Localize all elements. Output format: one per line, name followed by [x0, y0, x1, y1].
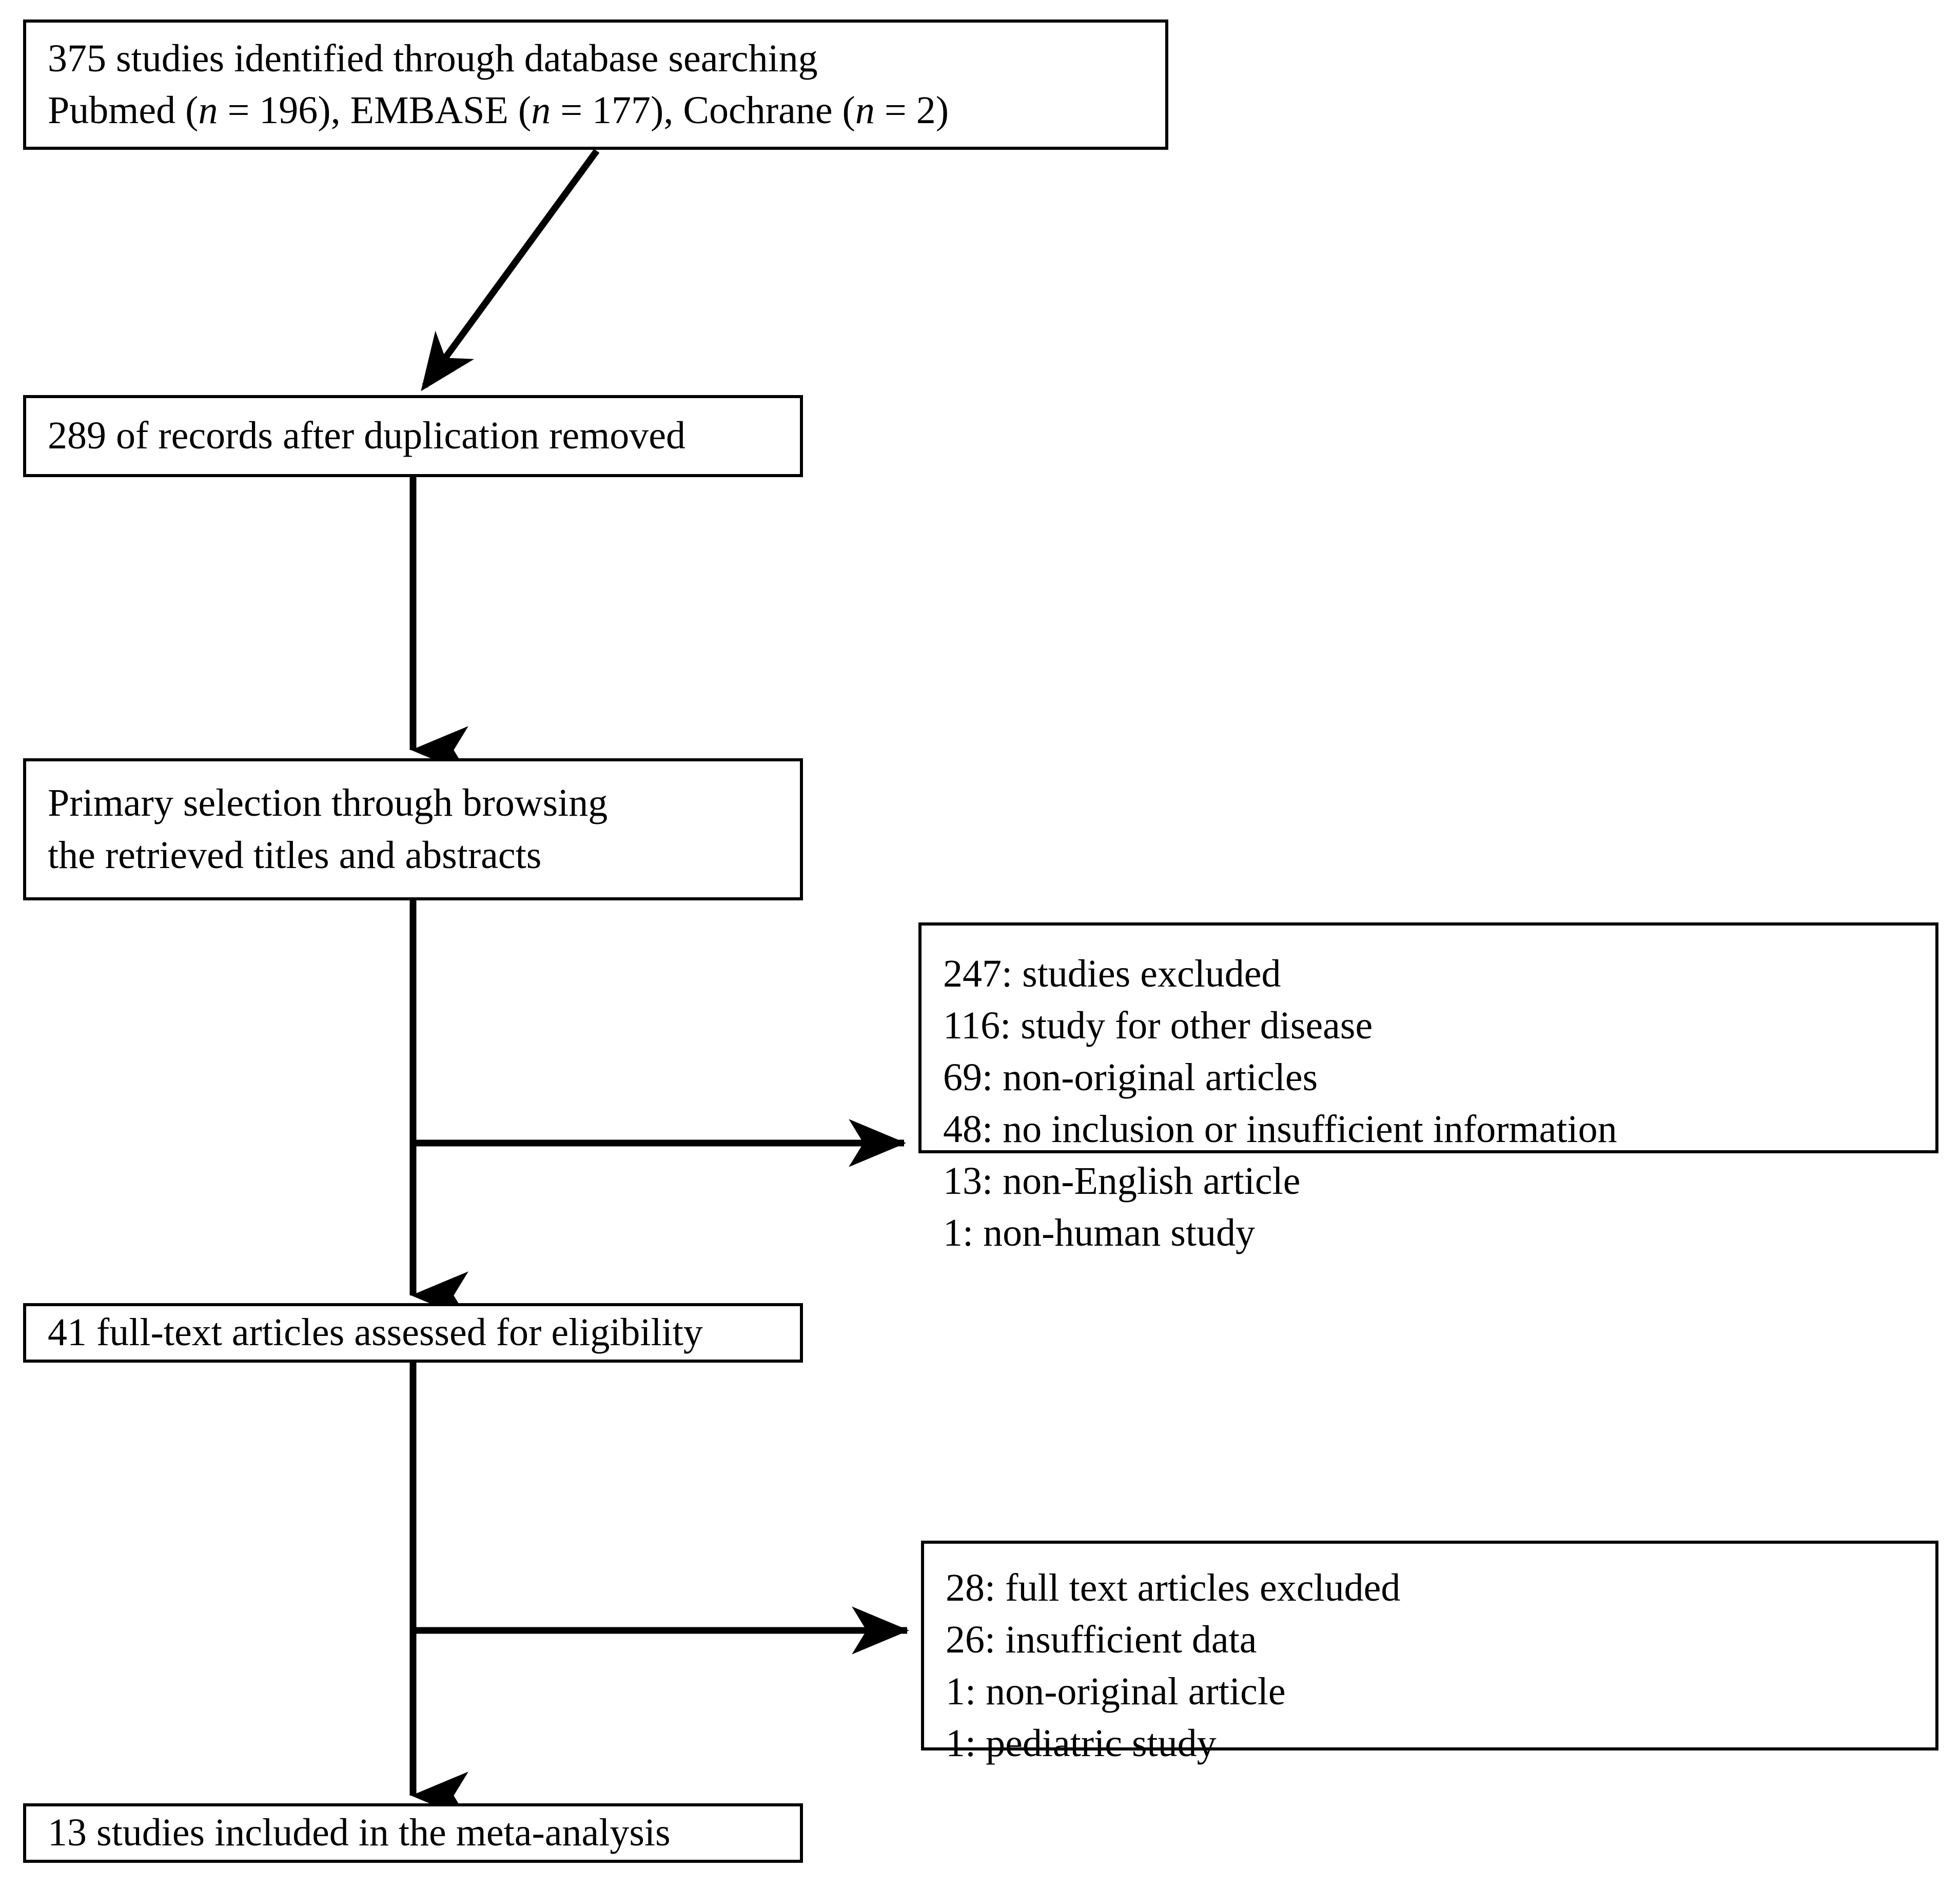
deduplication-line-1: 289 of records after duplication removed: [48, 414, 685, 458]
box-screening-excluded: 247: studies excluded 116: study for oth…: [918, 922, 1938, 1254]
italic-n-2: n: [531, 89, 551, 132]
screening-excluded-item-4: 1: non-human study: [943, 1211, 1255, 1255]
fulltext-excluded-item-0: 26: insufficient data: [946, 1618, 1257, 1662]
box-fulltext-excluded: 28: full text articles excluded 26: insu…: [921, 1541, 1938, 1765]
primary-selection-line-2: the retrieved titles and abstracts: [48, 833, 542, 877]
eligibility-line-1: 41 full-text articles assessed for eligi…: [48, 1311, 703, 1354]
box-deduplication: 289 of records after duplication removed: [23, 395, 803, 477]
box-eligibility: 41 full-text articles assessed for eligi…: [23, 1303, 803, 1363]
screening-excluded-item-2: 48: no inclusion or insufficient informa…: [943, 1108, 1617, 1151]
screening-excluded-header: 247: studies excluded: [943, 952, 1281, 995]
arrow-identification-to-dedup: [421, 149, 600, 391]
screening-excluded-item-0: 116: study for other disease: [943, 1004, 1373, 1048]
included-line-1: 13 studies included in the meta-analysis: [48, 1811, 671, 1855]
identification-line-2-part2: = 196), EMBASE (: [218, 89, 532, 132]
box-included: 13 studies included in the meta-analysis: [23, 1803, 803, 1863]
screening-excluded-item-1: 69: non-original articles: [943, 1056, 1318, 1099]
fulltext-excluded-item-2: 1: pediatric study: [946, 1722, 1217, 1765]
fulltext-excluded-header: 28: full text articles excluded: [946, 1566, 1401, 1609]
identification-line-2-part1: Pubmed (: [48, 89, 199, 132]
identification-line-1: 375 studies identified through database …: [48, 36, 818, 80]
italic-n-3: n: [855, 89, 875, 132]
box-primary-selection: Primary selection through browsing the r…: [23, 758, 803, 900]
screening-excluded-item-3: 13: non-English article: [943, 1159, 1301, 1203]
identification-line-2-part4: = 2): [874, 89, 949, 132]
identification-line-2-part3: = 177), Cochrane (: [551, 89, 855, 132]
primary-selection-line-1: Primary selection through browsing: [48, 781, 608, 825]
identification-line-2: Pubmed (n = 196), EMBASE (n = 177), Coch…: [26, 85, 1165, 136]
fulltext-excluded-item-1: 1: non-original article: [946, 1670, 1286, 1714]
box-identification: 375 studies identified through database …: [23, 19, 1168, 150]
italic-n-1: n: [198, 89, 218, 132]
